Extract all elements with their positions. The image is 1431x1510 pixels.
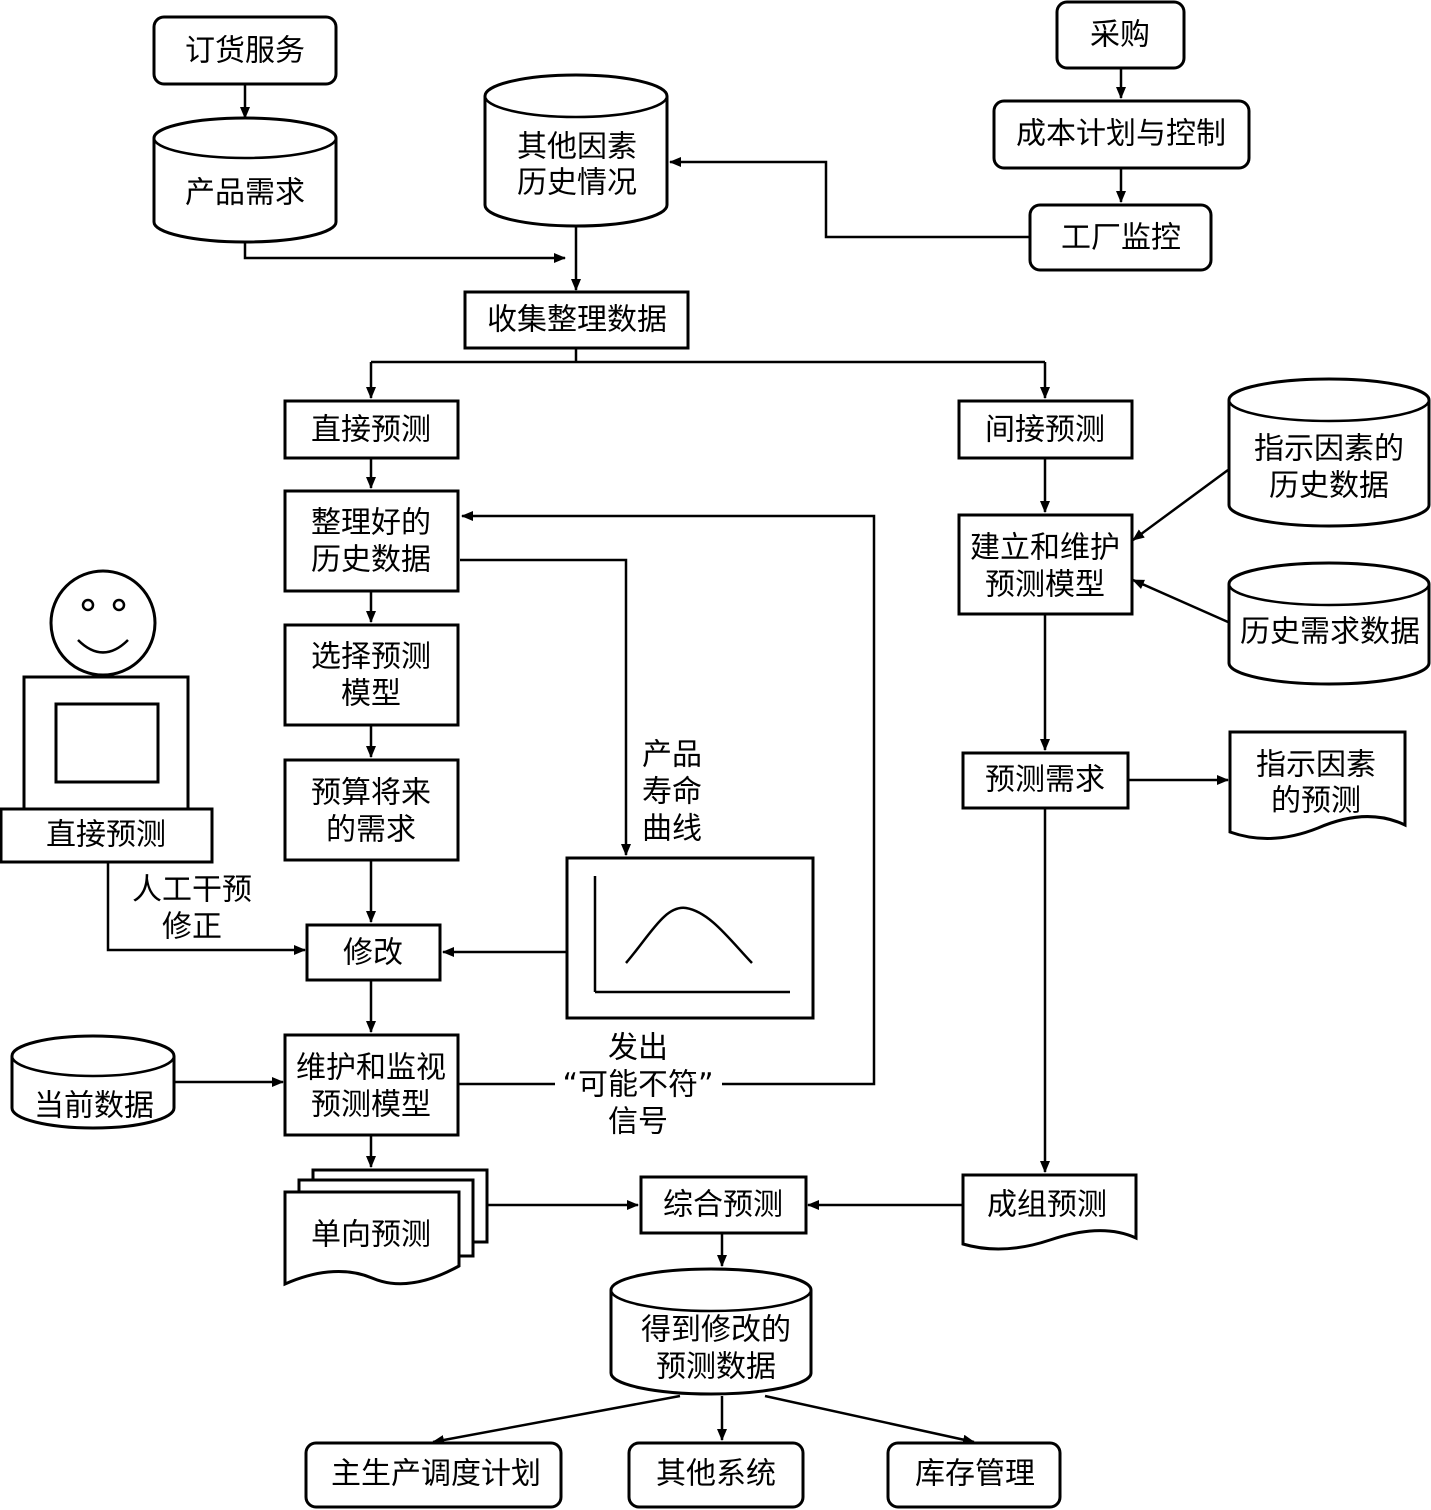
node-combined-forecast[interactable]: 综合预测 [639, 1175, 808, 1235]
node-modify[interactable]: 修改 [305, 923, 442, 982]
signal-label-3: 信号 [608, 1105, 668, 1140]
lifecycle-caption: 产品 寿命 曲线 [642, 738, 702, 847]
estimate-demand-label-1: 预算将来 [311, 776, 431, 811]
left-eye [81, 598, 95, 612]
connectors [106, 68, 1229, 1445]
build-model-label-1: 建立和维护 [970, 531, 1120, 566]
direct-forecast-label: 直接预测 [311, 413, 431, 448]
revised-data-label-1: 得到修改的 [641, 1313, 791, 1348]
build-model-label-2: 预测模型 [985, 568, 1105, 603]
select-model-label-2: 模型 [341, 677, 401, 712]
other-systems-label: 其他系统 [656, 1457, 776, 1492]
node-history-demand[interactable]: 历史需求数据 [1227, 561, 1431, 686]
monitor-screen [54, 702, 160, 784]
forecast-demand-label: 预测需求 [985, 763, 1105, 798]
manual-correction-caption: 人工干预 修正 [132, 873, 252, 945]
node-order-service[interactable]: 订货服务 [152, 15, 338, 86]
node-select-model[interactable]: 选择预测 模型 [283, 623, 460, 727]
indicator-forecast-label-1: 指示因素 [1256, 748, 1376, 783]
current-data-label: 当前数据 [34, 1089, 154, 1124]
inventory-label: 库存管理 [915, 1457, 1035, 1492]
node-factory-monitor[interactable]: 工厂监控 [1028, 203, 1213, 272]
node-product-demand[interactable]: 产品需求 [152, 116, 338, 244]
node-forecast-demand[interactable]: 预测需求 [961, 751, 1130, 810]
node-mps[interactable]: 主生产调度计划 [304, 1441, 563, 1509]
node-purchasing[interactable]: 采购 [1055, 0, 1186, 70]
purchasing-label: 采购 [1090, 18, 1150, 53]
arrow-indhist-to-build [1132, 468, 1229, 542]
arrow-demand-to-collect [243, 238, 566, 263]
revised-data-label-2: 预测数据 [656, 1350, 776, 1385]
arrow-revised-to-inventory [764, 1394, 975, 1445]
select-model-label-1: 选择预测 [311, 640, 431, 675]
node-other-factors[interactable]: 其他因素 历史情况 [483, 73, 669, 228]
signal-caption: 发出 “可能不符” 信号 [562, 1031, 713, 1140]
lifecycle-curve [625, 906, 753, 964]
organized-history-label-2: 历史数据 [311, 543, 431, 578]
node-indicator-history[interactable]: 指示因素的 历史数据 [1227, 377, 1431, 528]
cost-plan-label: 成本计划与控制 [1016, 117, 1226, 152]
node-build-model[interactable]: 建立和维护 预测模型 [957, 513, 1134, 616]
node-current-data[interactable]: 当前数据 [10, 1034, 176, 1130]
doc-stack-front [283, 1190, 461, 1287]
smile-mouth [77, 639, 129, 654]
arrow-signal-to-history [461, 511, 876, 1086]
order-service-label: 订货服务 [185, 34, 305, 69]
node-revised-data[interactable]: 得到修改的 预测数据 [609, 1267, 813, 1396]
indicator-forecast-label-2: 的预测 [1271, 784, 1361, 819]
node-single-forecast[interactable]: 单向预测 [283, 1168, 489, 1287]
group-forecast-label: 成组预测 [987, 1188, 1107, 1223]
combined-forecast-label: 综合预测 [663, 1188, 783, 1223]
node-collect-data[interactable]: 收集整理数据 [463, 290, 690, 350]
node-other-systems[interactable]: 其他系统 [627, 1441, 805, 1509]
node-cost-plan[interactable]: 成本计划与控制 [992, 99, 1251, 170]
modify-label: 修改 [343, 936, 403, 971]
node-estimate-demand[interactable]: 预算将来 的需求 [283, 758, 460, 862]
organized-history-label-1: 整理好的 [311, 506, 431, 541]
other-factors-label-1: 其他因素 [517, 130, 637, 165]
factory-monitor-label: 工厂监控 [1061, 221, 1181, 256]
other-factors-label-2: 历史情况 [517, 166, 637, 201]
signal-label-1: 发出 [608, 1031, 668, 1066]
node-organized-history[interactable]: 整理好的 历史数据 [283, 489, 460, 593]
arrow-histdemand-to-build [1132, 578, 1229, 624]
maintain-model-label-1: 维护和监视 [296, 1051, 446, 1086]
arrow-operator-to-modify [106, 862, 306, 955]
product-demand-label: 产品需求 [185, 176, 305, 211]
node-operator-direct[interactable]: 直接预测 [0, 807, 214, 864]
mps-label: 主生产调度计划 [331, 1457, 541, 1492]
manual-label-2: 修正 [162, 910, 222, 945]
node-direct-forecast[interactable]: 直接预测 [283, 399, 460, 460]
node-indicator-forecast[interactable]: 指示因素 的预测 [1228, 730, 1407, 840]
manual-label-1: 人工干预 [132, 873, 252, 908]
right-eye [112, 598, 126, 612]
node-indirect-forecast[interactable]: 间接预测 [957, 399, 1134, 460]
indicator-history-label-2: 历史数据 [1269, 469, 1389, 504]
smiley-face-icon [49, 569, 157, 677]
node-group-forecast[interactable]: 成组预测 [961, 1173, 1138, 1251]
node-maintain-model[interactable]: 维护和监视 预测模型 [283, 1033, 460, 1137]
lifecycle-label-1: 产品 [642, 738, 702, 773]
indicator-history-label-1: 指示因素的 [1254, 432, 1404, 467]
node-inventory[interactable]: 库存管理 [886, 1441, 1062, 1509]
history-demand-label: 历史需求数据 [1240, 615, 1420, 650]
arrow-factory-to-factors [669, 157, 1030, 239]
node-lifecycle-chart[interactable] [565, 856, 815, 1020]
single-forecast-label: 单向预测 [311, 1218, 431, 1253]
estimate-demand-label-2: 的需求 [326, 813, 416, 848]
indirect-forecast-label: 间接预测 [985, 413, 1105, 448]
lifecycle-label-3: 曲线 [642, 812, 702, 847]
operator-figure [22, 569, 190, 811]
operator-direct-label: 直接预测 [46, 818, 166, 853]
arrow-history-to-lifecycle [460, 558, 631, 856]
signal-label-2: “可能不符” [562, 1068, 713, 1103]
collect-data-label: 收集整理数据 [487, 303, 667, 338]
maintain-model-label-2: 预测模型 [311, 1088, 431, 1123]
arrow-revised-to-mps [432, 1394, 681, 1445]
lifecycle-label-2: 寿命 [642, 775, 702, 810]
